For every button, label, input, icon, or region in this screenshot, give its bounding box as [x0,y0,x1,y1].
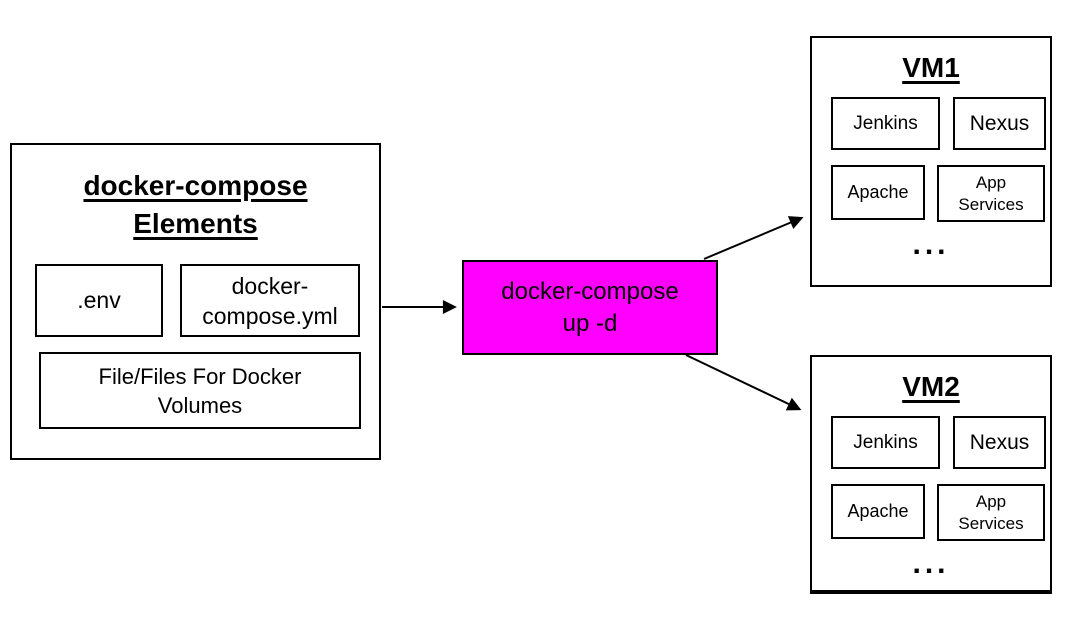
vm2-jenkins-label: Jenkins [853,431,918,453]
vm2-apache-label: Apache [847,501,909,521]
compose-yml-label-line1: docker- [231,272,309,299]
env-file-box: .env [35,264,163,337]
vm2-jenkins-box: Jenkins [831,416,940,469]
volume-files-label-line1: File/Files For Docker [98,363,302,389]
vm2-apache-box: Apache [831,484,925,539]
vm2-app-services-box: App Services [937,484,1045,541]
env-file-label: .env [77,287,121,313]
vm2-title: VM2 [812,370,1050,404]
compose-yml-box: docker- compose.yml [180,264,360,337]
vm1-nexus-box: Nexus [953,97,1046,150]
vm2-nexus-label: Nexus [969,430,1030,454]
vm1-more-services-ellipsis: ... [912,228,950,261]
elements-title: docker-compose Elements [12,167,379,243]
vm2-nexus-box: Nexus [953,416,1046,469]
vm2-app-services-label: App Services [958,491,1024,533]
vm1-title: VM1 [812,51,1050,85]
arrow-command-to-vm2 [685,354,802,411]
vm1-apache-box: Apache [831,165,925,220]
docker-compose-up-command-box: docker-compose up -d [462,260,718,355]
command-label-line2: up -d [562,309,618,337]
vm1-apache-label: Apache [847,182,909,202]
command-label-line1: docker-compose [501,277,679,305]
vm2-title-text: VM2 [902,371,960,402]
elements-title-line2: Elements [133,208,258,239]
elements-title-line1: docker-compose [83,170,308,201]
vm1-app-services-label: App Services [958,172,1024,214]
vm1-jenkins-label: Jenkins [853,112,918,134]
volume-files-box: File/Files For Docker Volumes [39,352,361,429]
vm1-app-services-box: App Services [937,165,1045,222]
volume-files-label-line2: Volumes [157,392,243,418]
docker-compose-elements-box: docker-compose Elements .env docker- com… [10,143,381,460]
vm2-box: VM2 Jenkins Nexus Apache App Services ..… [810,355,1052,594]
vm1-nexus-label: Nexus [969,111,1030,135]
vm1-jenkins-box: Jenkins [831,97,940,150]
vm2-more-services-ellipsis: ... [912,547,950,580]
vm1-box: VM1 Jenkins Nexus Apache App Services ..… [810,36,1052,287]
arrow-command-to-vm1 [703,216,804,260]
vm1-title-text: VM1 [902,52,960,83]
compose-yml-label-line2: compose.yml [202,302,338,329]
